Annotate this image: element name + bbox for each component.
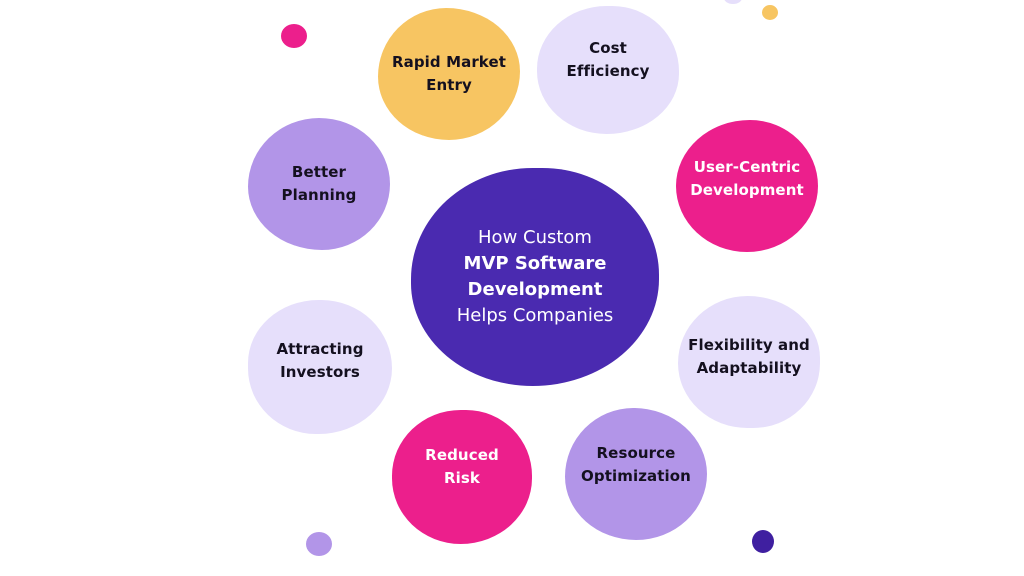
center-title-line-1: How Custom bbox=[478, 227, 592, 248]
decorative-dot-violet bbox=[306, 532, 332, 556]
benefit-reduced-risk: Reduced Risk bbox=[392, 410, 532, 544]
benefit-attracting-investors: Attracting Investors bbox=[248, 300, 392, 434]
benefit-user-centric-development: User-Centric Development bbox=[676, 120, 818, 252]
benefit-label: User-Centric Development bbox=[690, 158, 804, 199]
decorative-dot-lavender-top bbox=[724, 0, 742, 4]
decorative-dot-yellow bbox=[762, 5, 778, 20]
benefit-label: Better Planning bbox=[281, 163, 357, 204]
center-hub: How Custom MVP Software Development Help… bbox=[411, 168, 659, 386]
decorative-dot-pink bbox=[281, 24, 307, 48]
benefit-label: Resource Optimization bbox=[581, 444, 691, 485]
benefit-better-planning: Better Planning bbox=[248, 118, 390, 250]
benefit-label: Rapid Market Entry bbox=[391, 53, 507, 94]
decorative-dot-navy bbox=[752, 530, 774, 553]
center-title-line-2: MVP Software bbox=[463, 253, 607, 274]
benefit-label: Attracting Investors bbox=[276, 340, 364, 381]
center-title-line-3: Development bbox=[467, 279, 603, 300]
benefit-resource-optimization: Resource Optimization bbox=[565, 408, 707, 540]
benefit-label: Reduced Risk bbox=[425, 446, 499, 487]
benefit-label: Cost Efficiency bbox=[566, 39, 650, 80]
benefit-cost-efficiency: Cost Efficiency bbox=[537, 6, 679, 134]
benefit-rapid-market-entry: Rapid Market Entry bbox=[378, 8, 520, 140]
center-title-line-4: Helps Companies bbox=[456, 305, 614, 326]
benefit-label: Flexibility and Adaptability bbox=[688, 336, 810, 377]
benefit-flexibility-and-adaptability: Flexibility and Adaptability bbox=[678, 296, 820, 428]
